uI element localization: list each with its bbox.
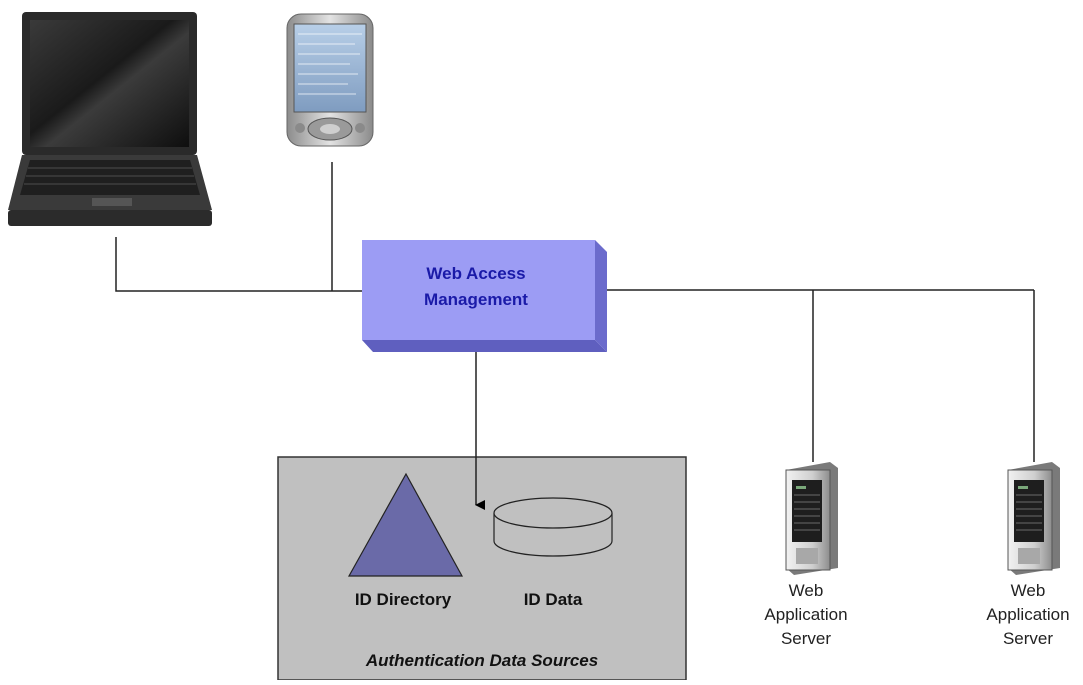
id-data-label: ID Data: [524, 590, 583, 609]
id-directory-label: ID Directory: [355, 590, 452, 609]
server-1-line2: Application: [764, 605, 847, 624]
server-2-line1: Web: [1011, 581, 1046, 600]
server-1-line3: Server: [781, 629, 831, 648]
server-2-line2: Application: [986, 605, 1069, 624]
id-directory-triangle: [347, 472, 464, 577]
id-data-cylinder: [493, 497, 613, 557]
server-icon: [785, 462, 838, 575]
server-label-1: Web Application Server: [764, 581, 847, 648]
server-icon: [1007, 462, 1060, 575]
server-1-line1: Web: [789, 581, 824, 600]
wam-label-line2: Management: [424, 290, 528, 309]
authentication-data-sources-panel: ID Directory ID Data Authentication Data…: [277, 456, 687, 681]
server-2-line3: Server: [1003, 629, 1053, 648]
wam-label-line1: Web Access: [426, 264, 525, 283]
panel-title: Authentication Data Sources: [365, 651, 598, 670]
laptop-icon: [8, 12, 212, 226]
laptop-connector: [115, 237, 362, 292]
connection-lines: [115, 162, 1035, 462]
server-label-2: Web Application Server: [986, 581, 1069, 648]
pda-icon: [286, 13, 374, 147]
web-access-management-box: Web Access Management: [362, 240, 607, 352]
